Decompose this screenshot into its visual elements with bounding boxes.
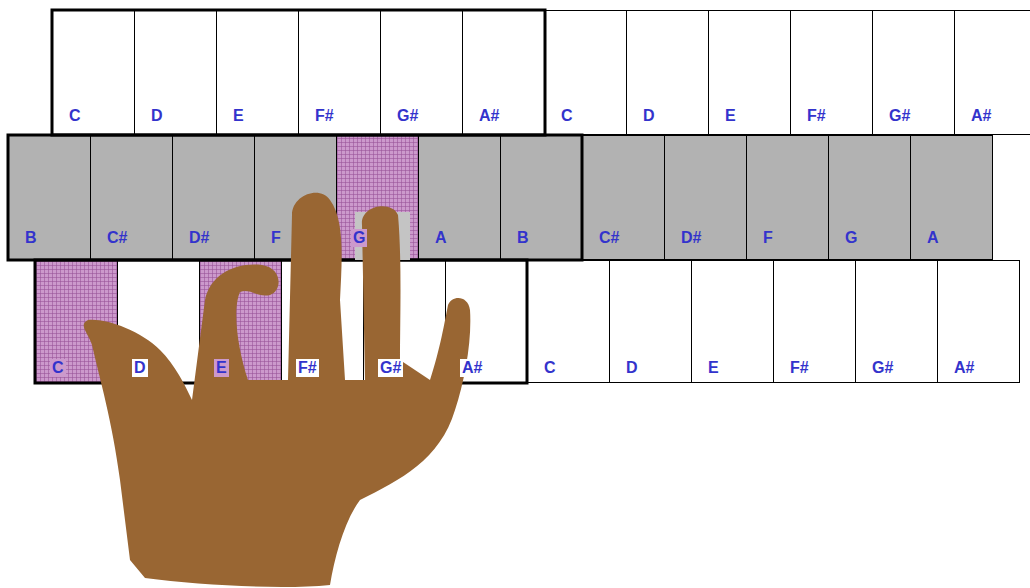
key-label: F# (788, 359, 811, 377)
piano-key: D (626, 10, 709, 135)
group-outline (8, 135, 582, 260)
key-label: A (925, 229, 941, 247)
key-label: F (269, 229, 283, 247)
piano-key: E (691, 260, 774, 383)
key-label: F# (805, 107, 828, 125)
piano-key: E (199, 260, 282, 383)
key-label: D# (679, 229, 703, 247)
key-label: F# (313, 107, 336, 125)
piano-key: F# (298, 10, 381, 135)
key-label: G# (887, 107, 912, 125)
piano-key: C (35, 260, 118, 383)
key-label: A# (952, 359, 976, 377)
piano-key: B (8, 135, 91, 260)
piano-key: C# (90, 135, 173, 260)
piano-key: C (544, 10, 627, 135)
piano-key: B (500, 135, 583, 260)
piano-key: G (336, 135, 419, 260)
piano-key: D (117, 260, 200, 383)
key-label: A (433, 229, 449, 247)
key-label: C (542, 359, 558, 377)
piano-key: A# (462, 10, 545, 135)
key-label: G# (395, 107, 420, 125)
piano-key: D# (172, 135, 255, 260)
piano-key: G# (363, 260, 446, 383)
group-outline (52, 10, 545, 135)
key-label: C# (105, 229, 129, 247)
key-label: F (761, 229, 775, 247)
key-label: G (843, 229, 859, 247)
piano-key: D# (664, 135, 747, 260)
hand (84, 193, 471, 587)
piano-key: C (52, 10, 135, 135)
key-label: B (23, 229, 39, 247)
key-label: E (723, 107, 738, 125)
key-label: A# (477, 107, 501, 125)
piano-key: F (254, 135, 337, 260)
piano-key: A# (937, 260, 1020, 383)
piano-key: G# (855, 260, 938, 383)
piano-key: F# (773, 260, 856, 383)
piano-key: F# (790, 10, 873, 135)
piano-key: D (609, 260, 692, 383)
key-label: D (149, 107, 165, 125)
key-label: C# (597, 229, 621, 247)
group-outline (35, 260, 527, 383)
piano-key: C (527, 260, 610, 383)
piano-key: E (708, 10, 791, 135)
piano-key: A# (954, 10, 1030, 135)
piano-key: E (216, 10, 299, 135)
key-label: E (214, 359, 229, 377)
key-label: G# (378, 359, 403, 377)
piano-key: A (418, 135, 501, 260)
key-label: C (559, 107, 575, 125)
key-label: E (706, 359, 721, 377)
key-label: G (351, 229, 367, 247)
key-label: E (231, 107, 246, 125)
piano-key: G# (380, 10, 463, 135)
key-label: C (50, 359, 66, 377)
key-label: A# (969, 107, 993, 125)
key-label: D (132, 359, 148, 377)
key-label: D (641, 107, 657, 125)
key-label: B (515, 229, 531, 247)
key-label: C (67, 107, 83, 125)
key-label: G# (870, 359, 895, 377)
key-label: D (624, 359, 640, 377)
piano-key: G# (872, 10, 955, 135)
piano-key: F (746, 135, 829, 260)
key-label: D# (187, 229, 211, 247)
piano-key: A# (445, 260, 528, 383)
piano-key: C# (582, 135, 665, 260)
key-label: A# (460, 359, 484, 377)
piano-key: F# (281, 260, 364, 383)
piano-key: G (828, 135, 911, 260)
finger-contact (355, 212, 410, 260)
key-label: F# (296, 359, 319, 377)
piano-key: A (910, 135, 993, 260)
piano-key: D (134, 10, 217, 135)
